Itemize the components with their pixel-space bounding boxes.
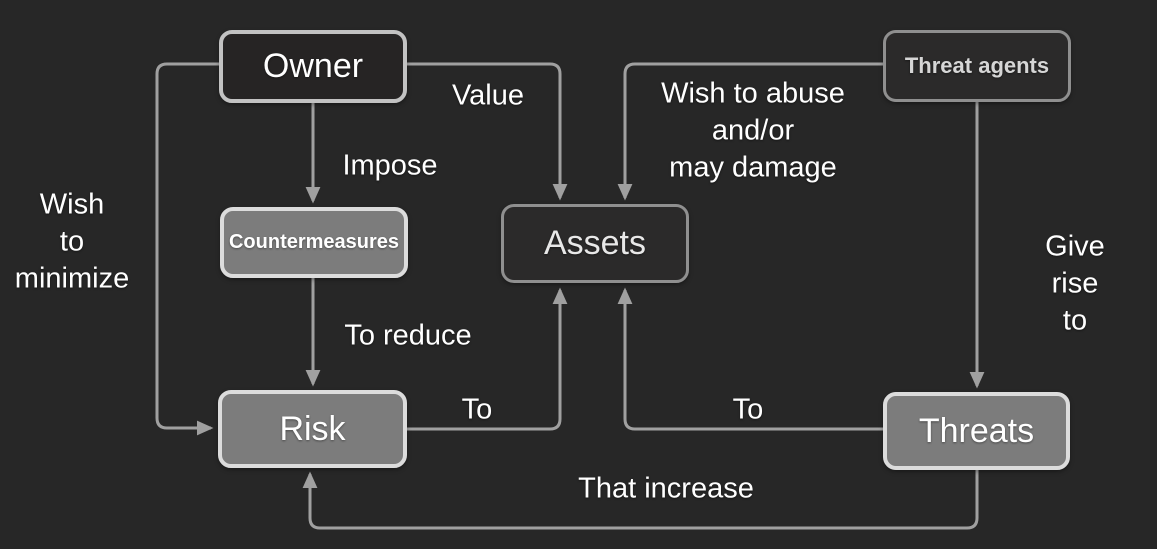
edge-label-wish-to-minimize: Wish to minimize: [14, 188, 130, 295]
node-threat-agents: Threat agents: [883, 30, 1071, 102]
edge-to-risk-assets: [407, 287, 568, 431]
edge-label-give-rise-to: Give rise to: [1045, 230, 1105, 337]
node-owner: Owner: [219, 30, 407, 103]
edge-label-to-threats-assets: To: [732, 393, 764, 426]
node-risk-label: Risk: [279, 409, 346, 448]
edge-label-wish-to-abuse: Wish to abuse and/or may damage: [661, 77, 845, 184]
edge-to-threats-assets: [617, 287, 883, 431]
node-threats-label: Threats: [918, 411, 1035, 450]
node-countermeasures-label: Countermeasures: [228, 231, 400, 253]
node-assets-label: Assets: [543, 224, 647, 262]
edge-label-impose: Impose: [342, 149, 438, 182]
node-threats: Threats: [883, 392, 1070, 470]
node-risk: Risk: [218, 390, 407, 468]
node-assets: Assets: [501, 204, 689, 283]
edge-wish-to-abuse: [617, 62, 883, 201]
edge-wish-to-minimize: [155, 62, 219, 436]
node-threat-agents-label: Threat agents: [904, 53, 1050, 78]
edge-label-to-reduce: To reduce: [344, 319, 472, 352]
node-countermeasures: Countermeasures: [220, 207, 408, 278]
edge-that-increase: [302, 470, 979, 530]
edge-label-to-risk-assets: To: [461, 393, 493, 426]
edge-label-that-increase: That increase: [578, 472, 754, 505]
node-owner-label: Owner: [262, 47, 364, 85]
edge-value: [407, 62, 568, 201]
edge-label-value: Value: [451, 79, 525, 112]
